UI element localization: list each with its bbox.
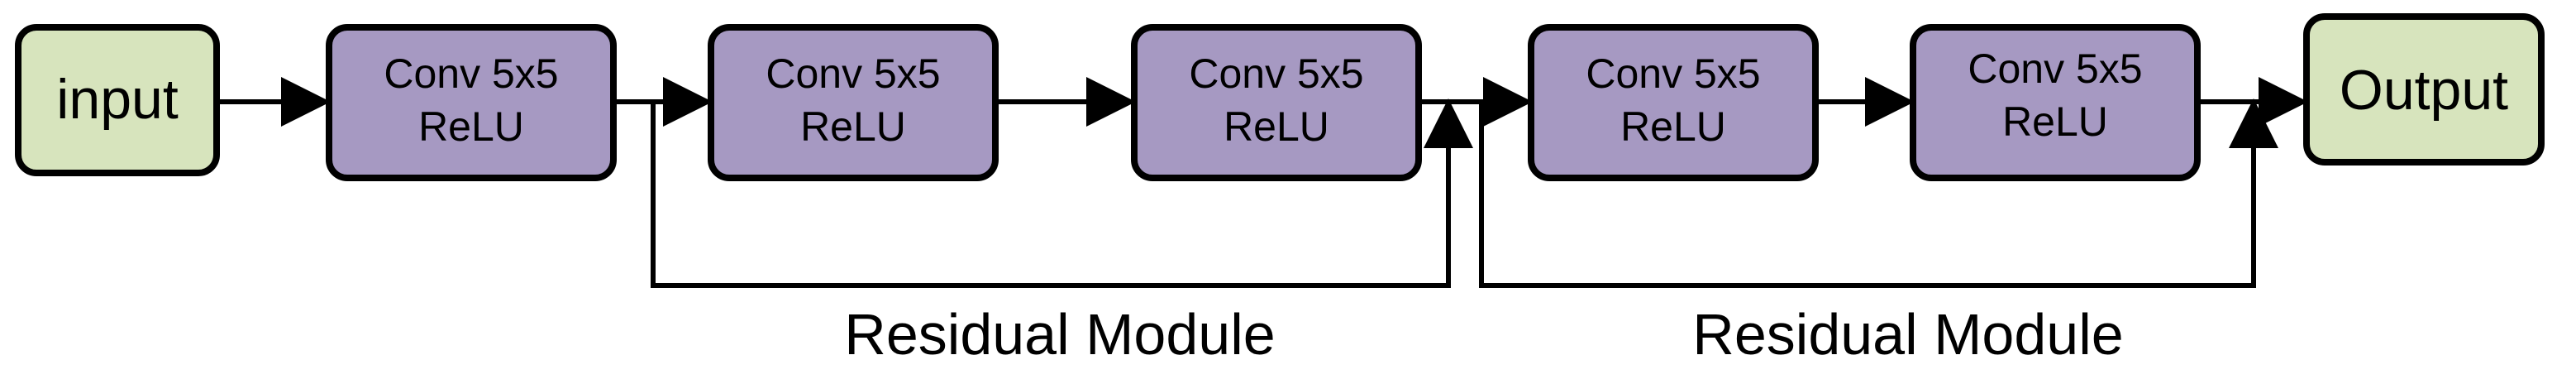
output-box [2303,13,2545,166]
output-label: Output [2340,59,2508,122]
conv-box-5 [1910,24,2201,181]
residual-module-label-1: Residual Module [844,302,1275,367]
conv-label-line2: ReLU [2002,98,2108,145]
conv-node-3: Conv 5x5 ReLU [1131,24,1422,181]
conv-node-1: Conv 5x5 ReLU [326,24,617,181]
conv-label-line2: ReLU [418,103,524,150]
conv-label-line1: Conv 5x5 [766,50,940,97]
conv-box-3 [1131,24,1422,181]
residual-skip-1 [651,98,1473,288]
conv-box-4 [1528,24,1819,181]
residual-skip-2 [1479,98,2278,288]
input-node: input [15,24,220,176]
residual-module-label-2: Residual Module [1692,302,2123,367]
conv-label-line2: ReLU [1224,103,1329,150]
input-box [15,24,220,176]
conv-box-2 [708,24,999,181]
conv-box-1 [326,24,617,181]
output-node: Output [2303,13,2545,166]
input-label: input [56,68,179,131]
conv-node-2: Conv 5x5 ReLU [708,24,999,181]
conv-node-5: Conv 5x5 ReLU [1910,24,2201,181]
skip-path-1 [651,98,1473,288]
conv-node-4: Conv 5x5 ReLU [1528,24,1819,181]
conv-label-line1: Conv 5x5 [1189,50,1363,97]
conv-label-line2: ReLU [800,103,906,150]
conv-label-line1: Conv 5x5 [1968,46,2142,92]
conv-label-line1: Conv 5x5 [1586,50,1760,97]
conv-label-line1: Conv 5x5 [384,50,558,97]
skip-path-2 [1479,98,2278,288]
conv-label-line2: ReLU [1620,103,1726,150]
